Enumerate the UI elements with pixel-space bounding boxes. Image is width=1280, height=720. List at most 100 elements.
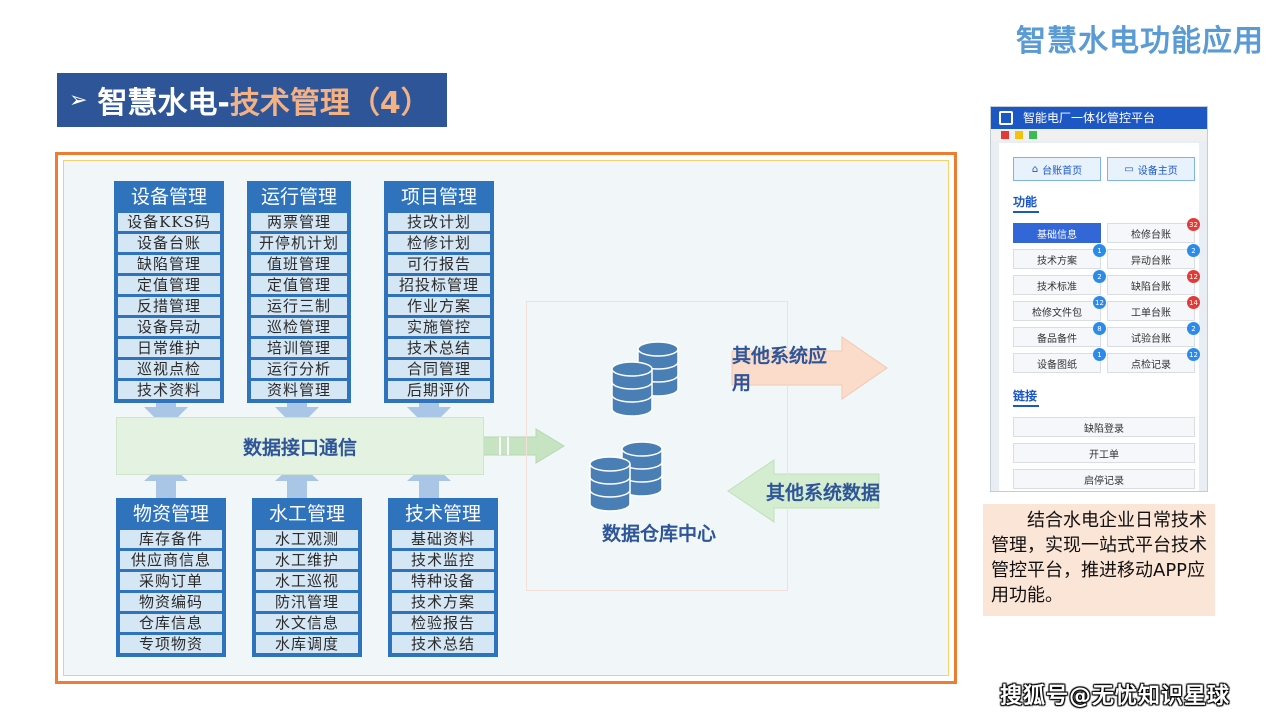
module-item: 运行三制: [251, 297, 347, 315]
module-title: 运行管理: [260, 186, 337, 208]
module-item: 水文信息: [256, 614, 358, 632]
module-item: 防汛管理: [256, 593, 358, 611]
arrow-bullet-icon: ➢: [69, 87, 88, 113]
module-item: 定值管理: [118, 276, 220, 294]
module-item: 设备台账: [118, 234, 220, 252]
module-box: 水工管理水工观测水工维护水工巡视防汛管理水文信息水库调度: [252, 498, 362, 657]
module-item: 日常维护: [118, 339, 220, 357]
arrow-down-icon: [144, 396, 188, 429]
caption-text: 结合水电企业日常技术管理，实现一站式平台技术管控平台，推进移动APP应用功能。: [991, 510, 1207, 606]
module-item: 采购订单: [120, 572, 222, 590]
module-item: 开停机计划: [251, 234, 347, 252]
nav-device-home[interactable]: ▭ 设备主页: [1107, 157, 1195, 181]
module-item: 技术方案: [392, 593, 494, 611]
module-box: 技术管理基础资料技术监控特种设备技术方案检验报告技术总结: [388, 498, 498, 657]
function-label: 备品备件: [1037, 333, 1077, 345]
module-item: 水工维护: [256, 551, 358, 569]
link-button[interactable]: 启停记录: [1013, 469, 1195, 489]
count-badge: 12: [1187, 348, 1200, 361]
module-title: 物资管理: [132, 503, 209, 525]
module-item: 库存备件: [120, 530, 222, 548]
module-item: 定值管理: [251, 276, 347, 294]
mobile-app-screenshot: 智能电厂一体化管控平台 ⌂ 台账首页 ▭ 设备主页 功能 基础信息 检修台账 32 技…: [990, 106, 1208, 492]
function-label: 缺陷台账: [1131, 281, 1171, 293]
module-item: 招投标管理: [388, 276, 490, 294]
module-item: 专项物资: [120, 635, 222, 653]
module-title: 水工管理: [268, 503, 345, 525]
function-button[interactable]: 备品备件 8: [1013, 322, 1106, 347]
arrow-in-icon: [727, 459, 880, 523]
window-controls: [991, 129, 1207, 141]
database-icon: [589, 441, 663, 512]
function-label: 设备图纸: [1037, 359, 1077, 371]
nav-ledger-home[interactable]: ⌂ 台账首页: [1013, 157, 1101, 181]
nav-label: 设备主页: [1137, 165, 1178, 177]
data-interface-bar: 数据接口通信: [116, 417, 484, 475]
function-label: 点检记录: [1131, 359, 1171, 371]
app-logo-icon: [999, 111, 1013, 125]
function-label: 检修文件包: [1032, 307, 1082, 319]
link-button[interactable]: 缺陷登录: [1013, 417, 1195, 437]
module-item: 仓库信息: [120, 614, 222, 632]
func-section-title: 功能: [1013, 195, 1038, 209]
module-item: 物资编码: [120, 593, 222, 611]
module-item: 值班管理: [251, 255, 347, 273]
maximize-icon[interactable]: [1029, 131, 1037, 139]
caption-box: 结合水电企业日常技术管理，实现一站式平台技术管控平台，推进移动APP应用功能。: [983, 504, 1215, 616]
close-icon[interactable]: [1001, 131, 1009, 139]
count-badge: 32: [1187, 218, 1200, 231]
module-item: 实施管控: [388, 318, 490, 336]
module-item: 基础资料: [392, 530, 494, 548]
module-box: 项目管理技改计划检修计划可行报告招投标管理作业方案实施管控技术总结合同管理后期评…: [384, 181, 494, 403]
app-title-bar: 智能电厂一体化管控平台: [991, 107, 1207, 129]
module-item: 供应商信息: [120, 551, 222, 569]
function-label: 异动台账: [1131, 255, 1171, 267]
module-item: 资料管理: [251, 381, 347, 399]
count-badge: 12: [1187, 270, 1200, 283]
module-item: 设备KKS码: [118, 213, 220, 231]
module-title: 技术管理: [404, 503, 481, 525]
module-box: 物资管理库存备件供应商信息采购订单物资编码仓库信息专项物资: [116, 498, 226, 657]
minimize-icon[interactable]: [1015, 131, 1023, 139]
count-badge: 2: [1187, 322, 1200, 335]
module-item: 运行分析: [251, 360, 347, 378]
module-item: 可行报告: [388, 255, 490, 273]
module-item: 检修计划: [388, 234, 490, 252]
function-label: 技术方案: [1037, 255, 1077, 267]
function-button[interactable]: 点检记录 12: [1107, 348, 1200, 373]
link-section-title: 链接: [1013, 389, 1038, 403]
app-title: 智能电厂一体化管控平台: [1023, 111, 1156, 125]
other-system-data-label: 其他系统数据: [765, 481, 880, 504]
function-button[interactable]: 基础信息: [1013, 223, 1101, 243]
module-item: 作业方案: [388, 297, 490, 315]
section-banner: ➢ 智慧水电- 技术管理（4）: [57, 73, 447, 127]
nav-label: 台账首页: [1042, 165, 1083, 177]
module-title: 设备管理: [130, 186, 207, 208]
arrow-out-icon: [731, 336, 888, 400]
module-item: 特种设备: [392, 572, 494, 590]
function-button[interactable]: 检修台账 32: [1107, 218, 1200, 243]
function-button[interactable]: 缺陷台账 12: [1107, 270, 1200, 295]
module-item: 反措管理: [118, 297, 220, 315]
page-title: 智慧水电功能应用: [1016, 24, 1264, 59]
arrow-down-icon: [275, 396, 319, 429]
banner-highlight: 技术管理（4）: [229, 86, 431, 121]
module-item: 技术监控: [392, 551, 494, 569]
count-badge: 14: [1187, 296, 1200, 309]
count-badge: 8: [1093, 322, 1106, 335]
watermark: 搜狐号@无忧知识星球: [1000, 684, 1231, 709]
function-label: 检修台账: [1131, 229, 1171, 241]
module-item: 后期评价: [388, 381, 490, 399]
arrow-down-icon: [407, 396, 451, 429]
section-underline: [1013, 405, 1039, 407]
module-item: 合同管理: [388, 360, 490, 378]
link-button[interactable]: 开工单: [1013, 443, 1195, 463]
